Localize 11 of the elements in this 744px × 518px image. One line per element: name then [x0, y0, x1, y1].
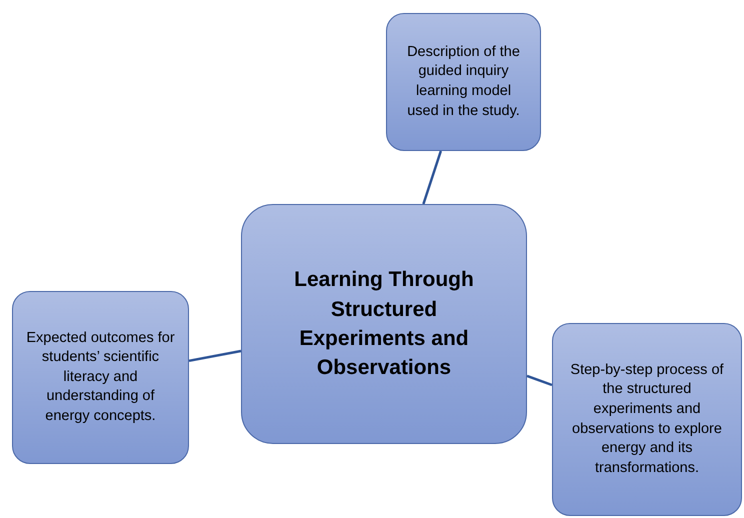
- rounded-box: [386, 13, 541, 151]
- connector-line: [526, 374, 552, 386]
- box-text: Expected outcomes for students’ scientific literacy and understanding of energy concepts.: [25, 328, 176, 426]
- box-text: Description of the guided inquiry learning model used in the study.: [406, 42, 521, 121]
- rounded-box: [241, 204, 527, 444]
- title-text: Learning Through Structured Experiments and Observations: [293, 267, 475, 382]
- rounded-box: [12, 291, 189, 464]
- connector-line: [188, 350, 242, 362]
- rounded-box: [552, 323, 742, 516]
- connector-line: [422, 150, 442, 204]
- box-text: Step-by-step process of the structured experiments and observations to explore energy and its transformations.: [569, 360, 725, 478]
